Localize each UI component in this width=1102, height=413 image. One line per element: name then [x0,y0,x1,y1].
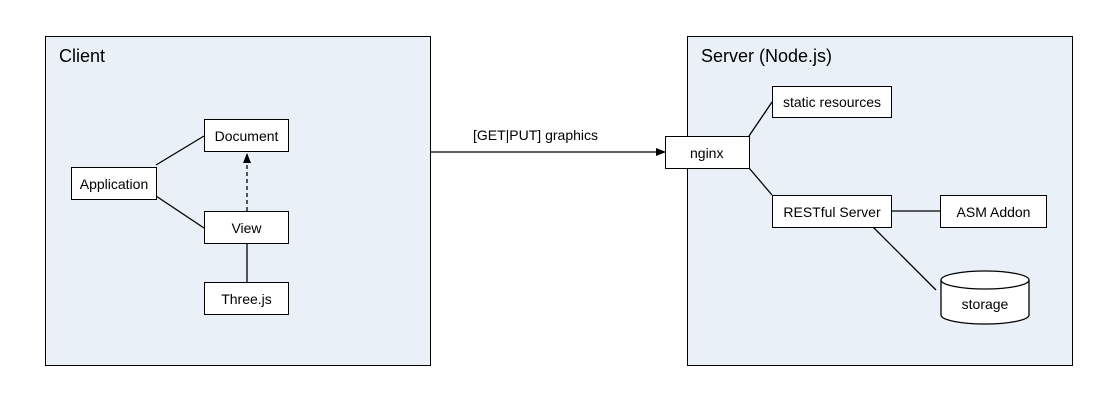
asm-addon-box: ASM Addon [940,195,1047,228]
storage-cylinder [940,270,1030,325]
nginx-box: nginx [665,136,750,169]
edge-application-view [155,195,205,229]
server-panel-title: Server (Node.js) [701,46,833,66]
application-box: Application [71,167,157,200]
view-box: View [204,211,289,244]
restful-server-box: RESTful Server [772,195,892,228]
edge-nginx-restful [748,167,773,196]
edge-nginx-static [748,101,773,137]
document-box: Document [204,119,289,152]
client-panel-title: Client [59,46,106,66]
edge-application-document [155,135,205,166]
storage-label: storage [961,296,1009,312]
edge-restful-storage [872,226,937,291]
connection-label: [GET|PUT] graphics [473,127,599,143]
static-resources-box: static resources [772,86,892,118]
threejs-box: Three.js [204,282,289,315]
